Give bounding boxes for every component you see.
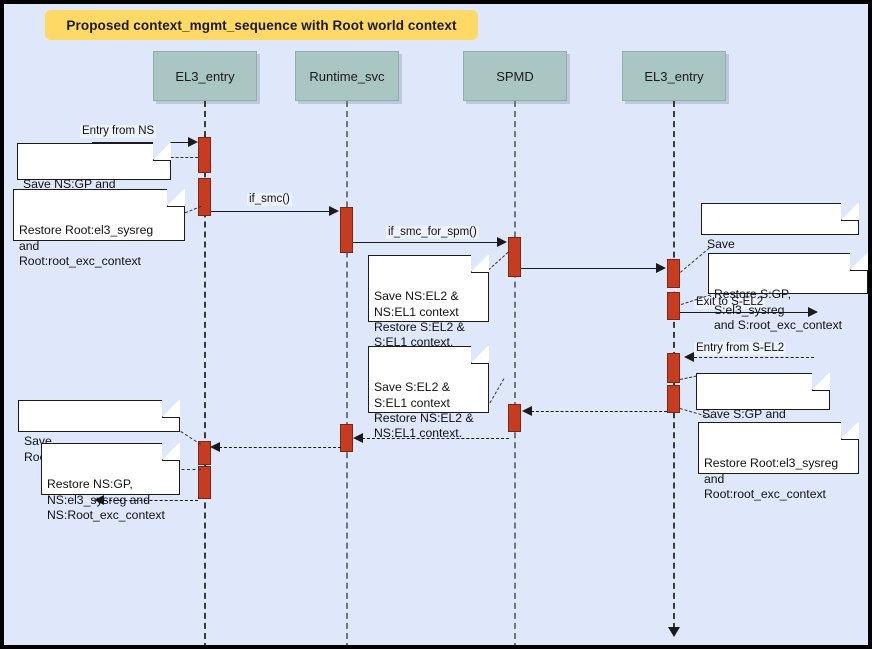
- note-restore-ns-gp: Restore NS:GP, NS:el3_sysreg and NS:Root…: [41, 442, 180, 522]
- note-text: Restore Root:el3_sysreg and Root:root_ex…: [704, 456, 839, 501]
- lifeline-label: Runtime_svc: [309, 68, 385, 84]
- activation-bar-ll2-b: [340, 424, 353, 452]
- note-connector-n4: [680, 247, 710, 273]
- message-line-el3-to-spmd-return: [531, 411, 667, 412]
- note-fold-corner-icon: [471, 345, 489, 364]
- message-line-final-return: [104, 500, 198, 501]
- message-line-entry-from-s-el2: [694, 357, 814, 358]
- note-text: Restore NS:GP, NS:el3_sysreg and NS:Root…: [47, 477, 165, 522]
- message-label-entry-from-s-el2: Entry from S-EL2: [694, 342, 787, 355]
- lifeline-head-spmd[interactable]: SPMD: [463, 51, 567, 101]
- diagram-title: Proposed context_mgmt_sequence with Root…: [66, 17, 457, 33]
- message-label-entry-from-ns: Entry from NS: [80, 125, 157, 138]
- note-fold-corner-icon: [471, 254, 489, 273]
- arrow-head-icon-spmd-to-runtime-return: [353, 433, 363, 443]
- note-fold-corner-icon: [841, 202, 859, 221]
- message-line-spmd-to-el3: [521, 268, 658, 269]
- activation-bar-ll2-a: [340, 207, 353, 253]
- note-fold-corner-icon: [162, 399, 180, 418]
- note-restore-root-el3-sysreg-top: Restore Root:el3_sysreg and Root:root_ex…: [13, 188, 185, 268]
- note-restore-s-gp: Restore S:GP, S:el3_sysreg and S:root_ex…: [708, 252, 868, 332]
- lifeline-label: EL3_entry: [644, 68, 704, 84]
- note-fold-corner-icon: [167, 188, 185, 207]
- note-save-root-exc-context-right: Save Root:root_exc_context: [701, 202, 859, 267]
- message-label-if-smc: if_smc(): [247, 193, 292, 206]
- note-save-s-el2: Save S:EL2 & S:EL1 context Restore NS:EL…: [368, 345, 489, 440]
- arrow-head-icon-entry-from-ns: [188, 137, 198, 147]
- arrow-head-icon-el3-to-spmd-return: [522, 406, 532, 416]
- activation-bar-ll3-b: [508, 404, 521, 432]
- arrow-head-icon-entry-from-s-el2: [684, 352, 694, 362]
- activation-bar-ll1-d: [198, 466, 211, 499]
- note-connector-n1: [161, 157, 198, 158]
- note-connector-n8: [487, 378, 505, 408]
- arrow-head-icon-runtime-to-el3-return: [210, 442, 220, 452]
- note-fold-corner-icon: [153, 142, 171, 161]
- lifeline-head-runtime-svc[interactable]: Runtime_svc: [295, 51, 399, 101]
- activation-bar-ll4-b: [667, 292, 680, 320]
- note-fold-corner-icon: [841, 421, 859, 440]
- note-text: Restore S:GP, S:el3_sysreg and S:root_ex…: [714, 287, 843, 332]
- lifeline-head-el3-entry-right[interactable]: EL3_entry: [622, 51, 726, 101]
- note-fold-corner-icon: [812, 372, 830, 391]
- activation-bar-ll1-b: [198, 178, 211, 216]
- lifeline-stem-spmd: [514, 101, 516, 645]
- note-restore-root-el3-sysreg-right: Restore Root:el3_sysreg and Root:root_ex…: [698, 421, 859, 501]
- message-line-if-smc: [211, 211, 330, 212]
- note-text: Restore Root:el3_sysreg and Root:root_ex…: [19, 223, 154, 268]
- note-connector-n10: [176, 469, 201, 470]
- note-fold-corner-icon: [162, 442, 180, 461]
- activation-bar-ll4-a: [667, 259, 680, 288]
- lifeline-stem-el3-entry-left: [204, 101, 206, 645]
- lifeline-head-el3-entry-left[interactable]: EL3_entry: [153, 51, 257, 101]
- message-line-if-smc-for-spm: [353, 242, 498, 243]
- message-line-runtime-to-el3-return: [219, 447, 341, 448]
- note-save-ns-el2: Save NS:EL2 & NS:EL1 context Restore S:E…: [368, 254, 489, 349]
- message-line-entry-from-ns: [92, 142, 194, 143]
- message-line-spmd-to-runtime-return: [362, 438, 509, 439]
- activation-bar-ll1-c: [198, 441, 211, 465]
- note-fold-corner-icon: [850, 252, 868, 271]
- arrow-head-icon-exit-to-s-el2: [808, 307, 818, 317]
- activation-bar-ll4-d: [667, 385, 680, 413]
- lifeline-stem-runtime-svc: [346, 101, 348, 645]
- lifeline-label: EL3_entry: [175, 68, 235, 84]
- lifeline-label: SPMD: [496, 68, 534, 84]
- note-text: Save S:EL2 & S:EL1 context Restore NS:EL…: [374, 380, 474, 441]
- activation-bar-ll3-a: [508, 237, 521, 277]
- note-text: Save NS:EL2 & NS:EL1 context Restore S:E…: [374, 289, 465, 350]
- lifeline-end-arrow-icon: [668, 627, 680, 637]
- activation-bar-ll4-c: [667, 353, 680, 383]
- message-line-exit-to-s-el2: [680, 312, 810, 313]
- message-label-exit-to-s-el2: Exit to S-EL2: [694, 296, 766, 309]
- note-save-ns-gp: Save NS:GP and NS:Root_exc_context: [17, 142, 171, 207]
- activation-bar-ll1-a: [198, 137, 211, 173]
- arrow-head-icon-if-smc-for-spm: [497, 237, 507, 247]
- note-connector-n9: [180, 431, 202, 445]
- message-label-if-smc-for-spm: if_smc_for_spm(): [386, 226, 479, 239]
- arrow-head-icon-if-smc: [329, 206, 339, 216]
- note-save-s-gp: Save S:GP and S:root_exc_context: [696, 372, 830, 437]
- arrow-head-icon-final-return: [94, 495, 104, 505]
- note-save-root-exc-context-left: Save Root:root_exc_context: [18, 399, 180, 464]
- diagram-title-banner: Proposed context_mgmt_sequence with Root…: [45, 10, 478, 40]
- arrow-head-icon-spmd-to-el3: [656, 263, 666, 273]
